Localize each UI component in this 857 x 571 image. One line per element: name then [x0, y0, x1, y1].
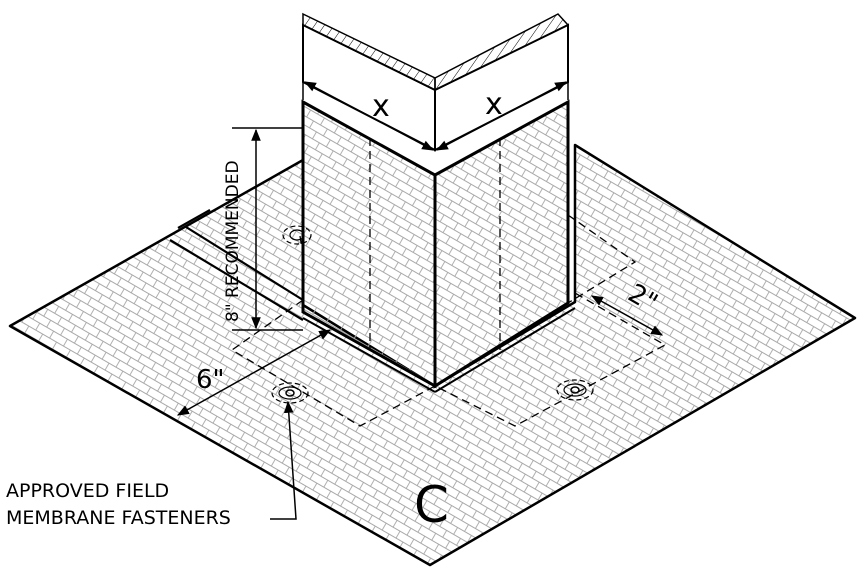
dimension-fastener-offset: [590, 295, 664, 336]
dimension-height-label: 8" RECOMMENDED: [223, 160, 243, 322]
note-line-1: APPROVED FIELD: [6, 480, 169, 502]
fastener-leader: [270, 400, 297, 520]
detail-letter: C: [414, 476, 449, 534]
dimension-x-left: [302, 70, 435, 151]
wall-cap-right: [434, 13, 570, 92]
dimension-field-extension-label: 6": [196, 365, 225, 395]
dimension-x-right: [435, 70, 569, 151]
note-line-2: MEMBRANE FASTENERS: [6, 507, 231, 529]
fastener-right: [556, 379, 594, 401]
dimension-x-right-label: x: [485, 87, 503, 122]
membrane-seam: [169, 209, 304, 321]
dimension-x-left-label: x: [372, 89, 390, 124]
dimension-field-extension: [176, 329, 332, 416]
fastener-back: [282, 225, 312, 245]
